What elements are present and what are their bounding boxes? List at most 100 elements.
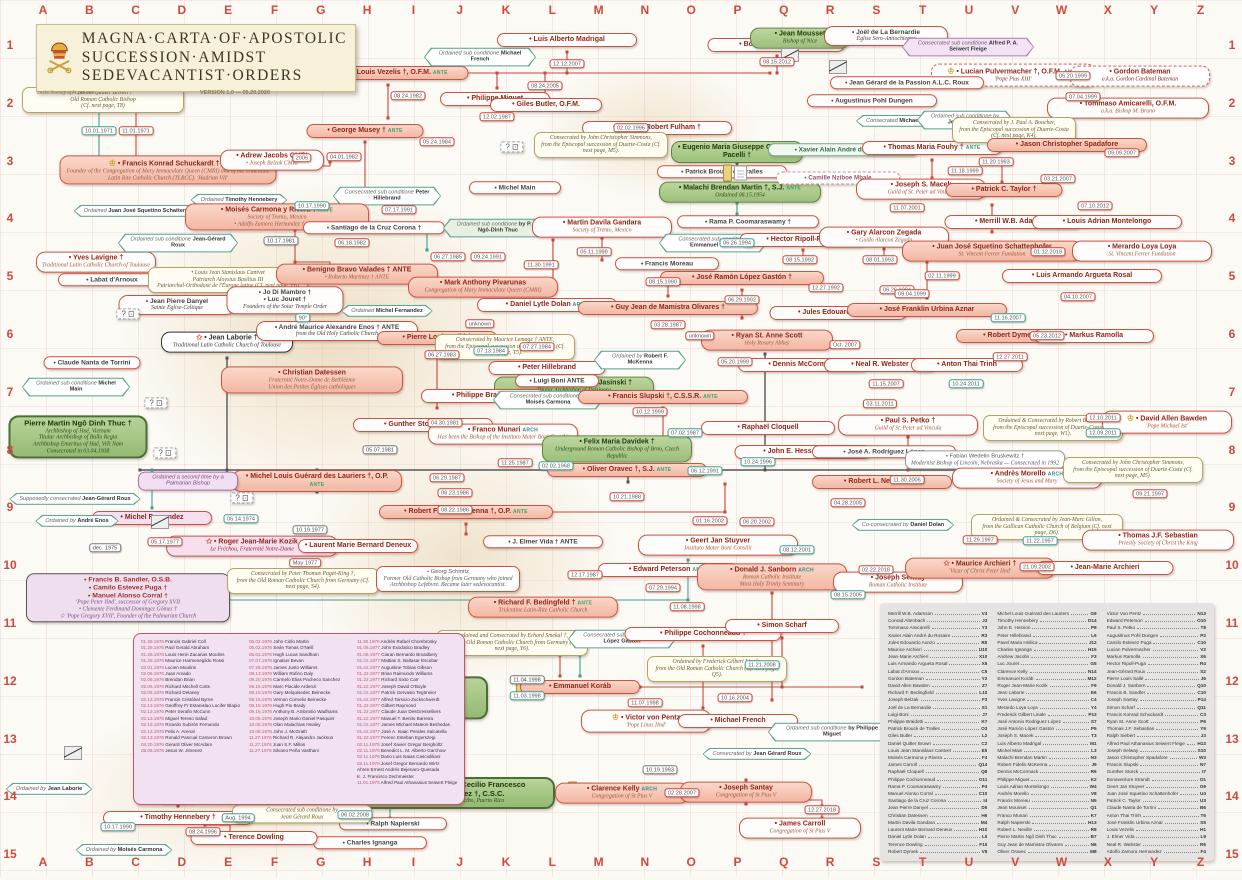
- moises-hex3: Ordained by Moisés Carmona: [62, 838, 187, 856]
- grid-row-8: 8: [1228, 442, 1236, 457]
- david-bawden: ♔ • David Allen Bawden'Pope Michael Ist': [1102, 410, 1232, 434]
- palmarian-entry: 01.28.1976 Maurice Harmenegildo Rossi: [141, 658, 225, 664]
- victor-pentz: ♔ • Victor von Pentz'Pope Linus IInd': [581, 709, 711, 733]
- charles-ignanga: • Charles Ignanga: [313, 836, 427, 850]
- date-pill: 07.29.1994: [645, 583, 681, 593]
- date-pill: 12.17.1987: [567, 570, 603, 580]
- date-pill: 10.19.1993: [642, 765, 678, 775]
- date-pill: 04.01.1982: [326, 152, 362, 162]
- date-pill: 08.15.1992: [782, 255, 818, 265]
- pacelli-icons: [723, 164, 747, 182]
- grid-column-K: K: [501, 3, 511, 17]
- date-pill: 05.11.1999: [576, 247, 612, 257]
- date-pill: 11.29.1997: [962, 535, 998, 545]
- date-pill: 11.22.1997: [1022, 536, 1058, 546]
- grid-column-D: D: [177, 855, 187, 869]
- palmarian-entry: 05.05.1976 Jesus W. Jimenez: [141, 747, 203, 753]
- grid-row-10: 10: [1225, 558, 1239, 573]
- palmarian-entry: 07.26.1976 James Justo Williams: [249, 664, 318, 670]
- palmarian-entry: K. J. Francisco Zechmeister: [357, 773, 414, 779]
- grid-column-T: T: [919, 3, 927, 17]
- date-pill: 06.29.1987: [429, 473, 465, 483]
- louis-vezelis: • Louis Vezelis †, O.F.M. ANTE: [331, 65, 469, 81]
- grid-column-J: J: [456, 855, 464, 869]
- palmarian-entry: 02.13.1976 Geoffrey Fr Estanislao Lucife…: [141, 703, 241, 709]
- slash3-vacant-icon: [64, 746, 82, 760]
- date-pill: 11.30.1991: [523, 260, 559, 270]
- date-pill: 01.12.2019: [1030, 247, 1066, 257]
- grid-row-5: 5: [6, 269, 14, 284]
- grid-row-7: 7: [1228, 384, 1236, 399]
- neal-webster: • Neal R. Webster: [824, 357, 936, 373]
- date-pill: 09.21.1997: [1132, 489, 1168, 499]
- grid-row-11: 11: [1225, 616, 1239, 630]
- francis-schuckardt: ♔ • Francis Konrad Schuckardt † ✩Founder…: [59, 155, 277, 185]
- palmarian-entry: 02.13.1976 Ronald Pascual Cameron Brown: [141, 735, 232, 741]
- bruskewitz-note: • Fabian Wedelin Bruskewitz †Modernist B…: [905, 450, 1065, 470]
- date-pill: 03.21.2007: [1040, 174, 1076, 184]
- date-pill: 08.23.1986: [437, 488, 473, 498]
- palmarian-entry: 11.27.1976 Juan S.F. Millan: [249, 741, 306, 747]
- date-pill: May 1977: [289, 558, 321, 568]
- date-pill: unknown: [685, 331, 715, 341]
- andre-enos-hex: Ordained by André Enos: [28, 509, 126, 527]
- date-pill: 10.21.1988: [609, 492, 645, 502]
- grid-column-K: K: [501, 855, 511, 869]
- palmarian-entry: 01.28.1976 Francis Gabriel Coll: [141, 639, 206, 644]
- date-pill: 2006: [292, 153, 312, 163]
- grid-column-U: U: [964, 3, 974, 17]
- palmarian-entry: 01.22.1977 José A. Isaac Perales Salcate…: [357, 728, 447, 734]
- laborie-hex2: Ordained by Jean Laborie: [1, 777, 97, 795]
- date-pill: 06.27.1983: [424, 350, 460, 360]
- luis-argueta: • Luis Armando Argueta Rosal: [1002, 268, 1162, 284]
- palmarian-entry: 02.13.1976 Ricardo Subirón Fernando: [141, 722, 220, 728]
- date-pill: 11.07.2001: [889, 203, 925, 213]
- q4: ? ⊡: [500, 141, 524, 153]
- date-pill: 09.04.1999: [894, 289, 930, 299]
- augustinus-pohl: • Augustinus Pohl Dungen: [807, 94, 937, 108]
- palmarian-entry: 02.11.1978 Josef Xavier Gregor Bergholtz: [357, 741, 443, 747]
- giles-butler: • Giles Butler, O.F.M.: [490, 97, 602, 113]
- date-pill: 05.07.1981: [362, 445, 398, 455]
- grid-row-12: 12: [1225, 673, 1239, 688]
- slash2-vacant-icon: [829, 60, 847, 74]
- palmarian-entry: 01.22.1977 Joseph David O'Boyle: [357, 683, 427, 689]
- grid-column-X: X: [1103, 855, 1112, 869]
- date-pill: 05.17.1977: [147, 537, 183, 547]
- date-pill: 05.24.1984: [419, 137, 455, 147]
- grid-row-14: 14: [1225, 789, 1239, 804]
- grid-row-4: 4: [1228, 211, 1236, 226]
